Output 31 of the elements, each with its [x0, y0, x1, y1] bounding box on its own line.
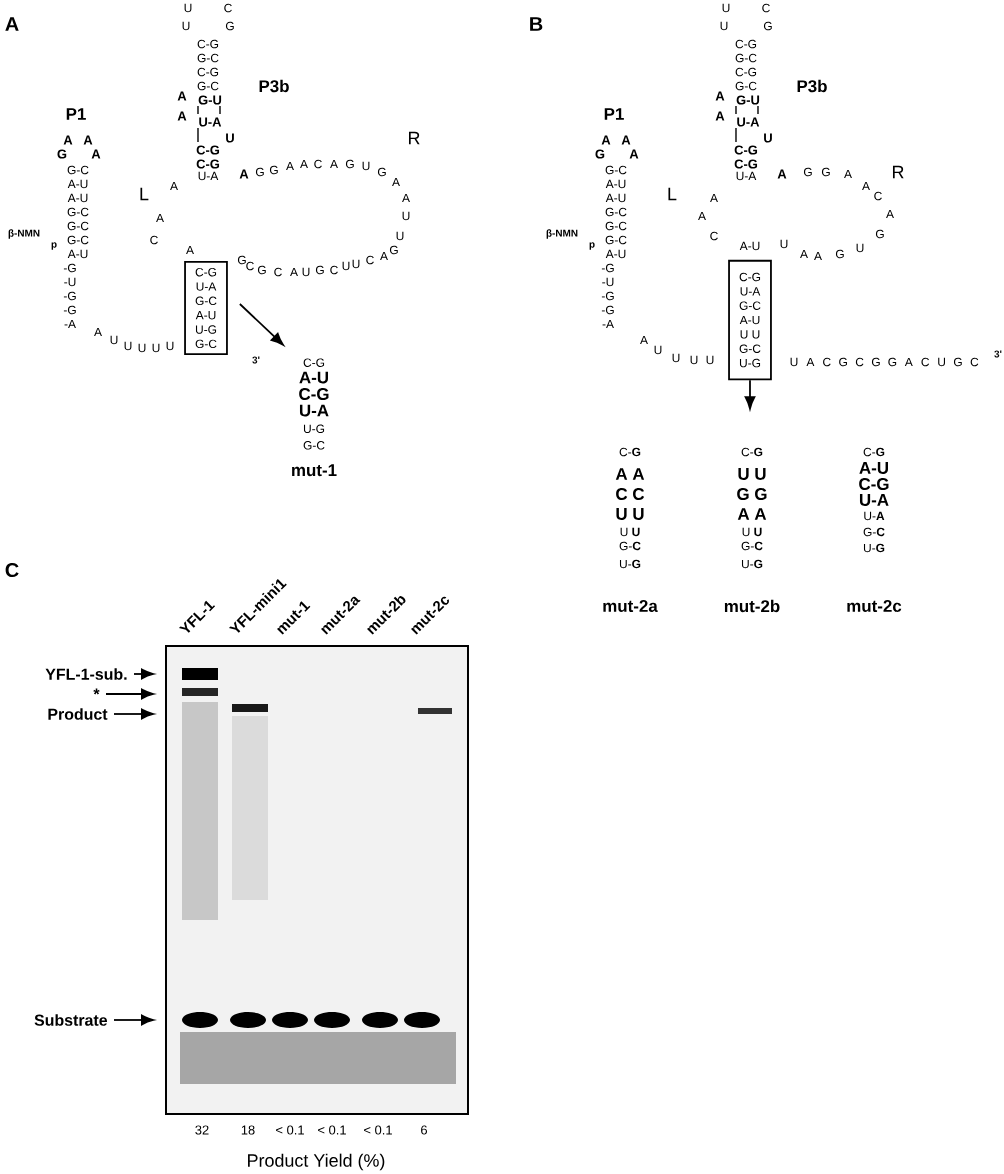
- sequence-text: A-U: [859, 462, 888, 474]
- arrow: [105, 688, 155, 700]
- sequence-text: U-A: [859, 494, 889, 506]
- structure-label: P3b: [259, 79, 289, 93]
- sequence-text: A A: [737, 508, 767, 520]
- panel-label: A: [5, 17, 19, 31]
- axis-title: Product Yield (%): [248, 1153, 385, 1171]
- structure-label: mut-2a: [603, 600, 658, 612]
- region-label: R: [409, 131, 420, 145]
- sequence-text: C C: [616, 488, 645, 500]
- arrow: [744, 379, 756, 410]
- sequence-text: A A: [615, 468, 645, 480]
- sequence-text: G G: [737, 488, 767, 500]
- region-label: L: [140, 187, 149, 201]
- region-label: R: [893, 165, 904, 179]
- panel-label: B: [530, 17, 543, 31]
- structure-label: P3b: [797, 79, 827, 93]
- sequence-text: U U: [738, 468, 766, 480]
- sequence-text: U U: [616, 508, 644, 520]
- picture: [165, 645, 469, 1115]
- panel-label: C: [5, 562, 19, 578]
- arrow: [133, 668, 155, 680]
- arrow: [238, 303, 284, 346]
- arrow: [113, 708, 155, 720]
- structure-label: P1: [604, 108, 624, 120]
- arrow: [113, 1014, 155, 1026]
- sequence-text: C-G: [859, 478, 889, 490]
- structure-label: P1: [66, 108, 86, 120]
- structure-label: mut-2c: [847, 600, 902, 612]
- region-label: L: [668, 187, 677, 201]
- structure-label: mut-2b: [724, 599, 780, 613]
